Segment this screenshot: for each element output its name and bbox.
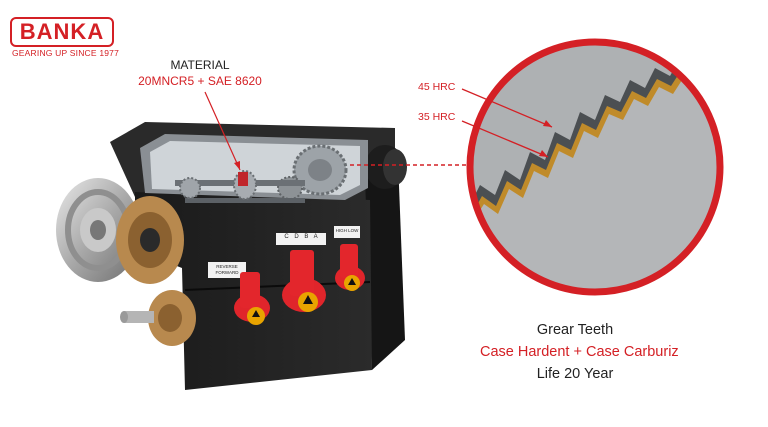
material-value: 20MNCR5 + SAE 8620 [138, 74, 262, 88]
caption-treatment: Case Hardent + Case Carburiz [480, 344, 679, 360]
brass-housing [116, 196, 196, 346]
switch-label-right: HIGH LOW [335, 228, 359, 233]
red-lever-right [335, 244, 365, 291]
lever-letters: C D B A [284, 234, 320, 240]
hrc-inner-label: 35 HRC [418, 111, 456, 123]
hrc-arrows [204, 88, 553, 171]
caption-life: Life 20 Year [536, 366, 614, 382]
gear-teeth-zoom [466, 38, 724, 296]
label-plates [208, 226, 360, 278]
brand-tagline: GEARING UP SINCE 1977 [12, 48, 120, 58]
caption-title: Grear Teeth [536, 322, 614, 338]
red-lever-center [282, 250, 326, 312]
red-lever-left [234, 272, 270, 325]
brand-logo-frame [10, 17, 114, 47]
brand-logo: BANKA [19, 19, 105, 44]
switch-label-left: REVERSE FORWARD [215, 264, 239, 275]
hrc-outer-label: 45 HRC [418, 81, 456, 93]
material-title: MATERIAL [170, 58, 230, 72]
